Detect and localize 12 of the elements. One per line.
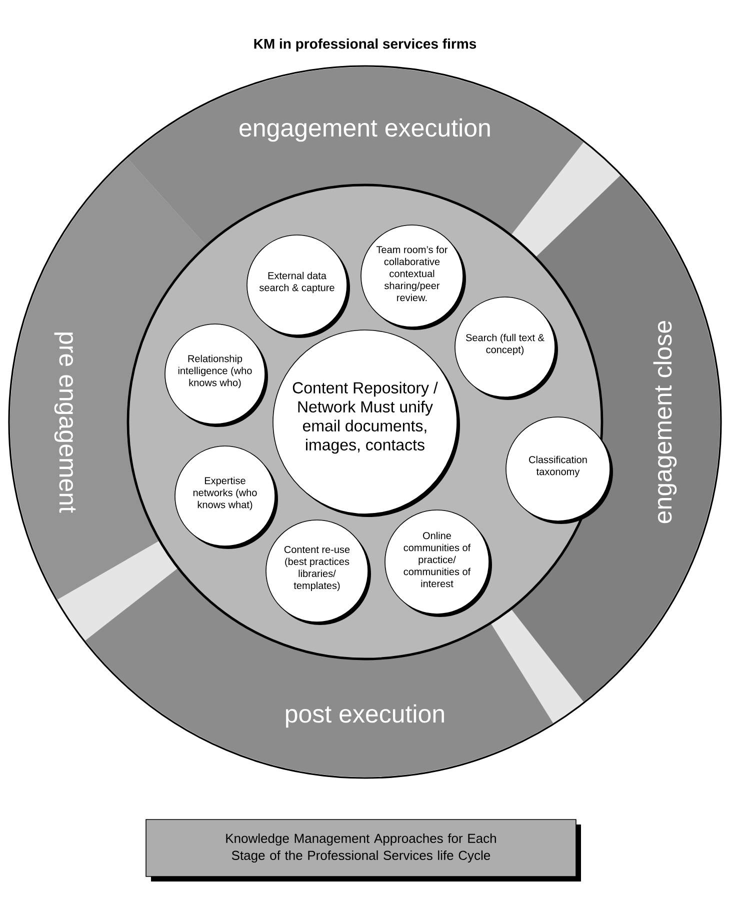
approach-bubble: External data search & capture bbox=[246, 234, 350, 338]
approach-bubble: Online communities of practice/ communities of interest bbox=[384, 510, 492, 617]
caption-box: Knowledge Management Approaches for Each Stage of the Professional Services life Cycle bbox=[146, 819, 581, 882]
approach-bubble: Content re-use (best practices libraries/ templates) bbox=[266, 520, 371, 625]
approach-bubble: Expertise networks (who knows what) bbox=[174, 446, 278, 549]
title: KM in professional services firms bbox=[254, 38, 476, 52]
repository-bubble: Content Repository / Network Must unify email documents, images, contacts bbox=[272, 330, 460, 517]
approach-bubble: Search (full text & concept) bbox=[454, 296, 558, 400]
stage-band: engagement execution bbox=[127, 67, 584, 246]
approach-bubble: Relationship intelligence (who knows who) bbox=[164, 324, 268, 427]
approach-bubble: Classification taxonomy bbox=[506, 416, 613, 524]
approach-bubble: Team room’s for collaborative contextual sharing/peer review. bbox=[360, 224, 466, 330]
